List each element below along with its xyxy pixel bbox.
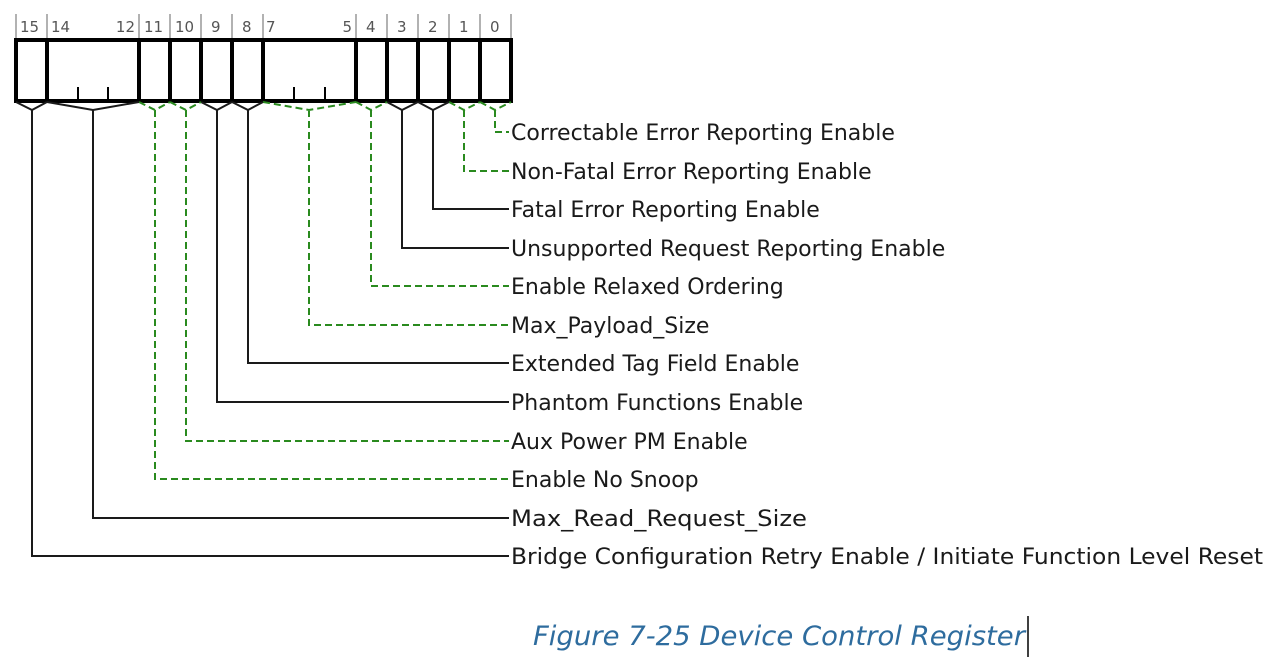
connector-bits-9	[200, 101, 509, 403]
bit-number-4: 4	[366, 18, 376, 36]
connector-bits-8	[231, 101, 509, 364]
bit-number-header: 15 14 12 11 10 9 8 7 5 4 3 2 1 0	[15, 14, 512, 40]
bit-number-3: 3	[397, 18, 407, 36]
bit-number-9: 9	[211, 18, 221, 36]
connector-bits-3	[386, 101, 509, 249]
bit-number-10: 10	[175, 18, 194, 36]
field-label-bit4: Enable Relaxed Ordering	[511, 275, 784, 300]
connector-bits-11	[138, 101, 509, 480]
bit-number-5: 5	[342, 18, 352, 36]
field-labels: Correctable Error Reporting Enable Non-F…	[511, 121, 1263, 570]
connector-bits-14-12	[46, 101, 509, 519]
bit-number-11: 11	[144, 18, 163, 36]
connector-bits-4	[355, 101, 509, 287]
field-label-bit0: Correctable Error Reporting Enable	[511, 121, 895, 146]
bit-number-2: 2	[428, 18, 438, 36]
field-label-bit2: Fatal Error Reporting Enable	[511, 198, 820, 223]
connector-bits-2	[417, 101, 509, 210]
connector-bits-7-5	[262, 101, 509, 326]
field-label-bit11: Enable No Snoop	[511, 468, 699, 493]
field-label-bits7-5: Max_Payload_Size	[511, 314, 709, 339]
bit-number-15: 15	[20, 18, 39, 36]
bit-number-1: 1	[459, 18, 469, 36]
field-label-bit10: Aux Power PM Enable	[511, 430, 748, 455]
field-label-bit3: Unsupported Request Reporting Enable	[511, 237, 945, 262]
bit-number-14: 14	[51, 18, 70, 36]
connector-bits-15	[15, 101, 509, 557]
connector-bits-0	[479, 101, 512, 133]
connector-bits-10	[169, 101, 509, 442]
bit-number-12: 12	[116, 18, 135, 36]
field-label-bit8: Extended Tag Field Enable	[511, 352, 799, 377]
bit-number-8: 8	[242, 18, 252, 36]
register-box	[14, 38, 513, 103]
field-label-bit1: Non-Fatal Error Reporting Enable	[511, 160, 872, 185]
field-connectors	[15, 101, 512, 557]
bit-number-7: 7	[266, 18, 276, 36]
field-label-bit9: Phantom Functions Enable	[511, 391, 803, 416]
bit-number-0: 0	[490, 18, 500, 36]
connector-bits-1	[448, 101, 509, 172]
field-label-bit15: Bridge Configuration Retry Enable / Init…	[511, 545, 1263, 570]
field-label-bits14-12: Max_Read_Request_Size	[511, 507, 807, 532]
figure-caption: Figure 7-25 Device Control Register	[533, 621, 1027, 652]
